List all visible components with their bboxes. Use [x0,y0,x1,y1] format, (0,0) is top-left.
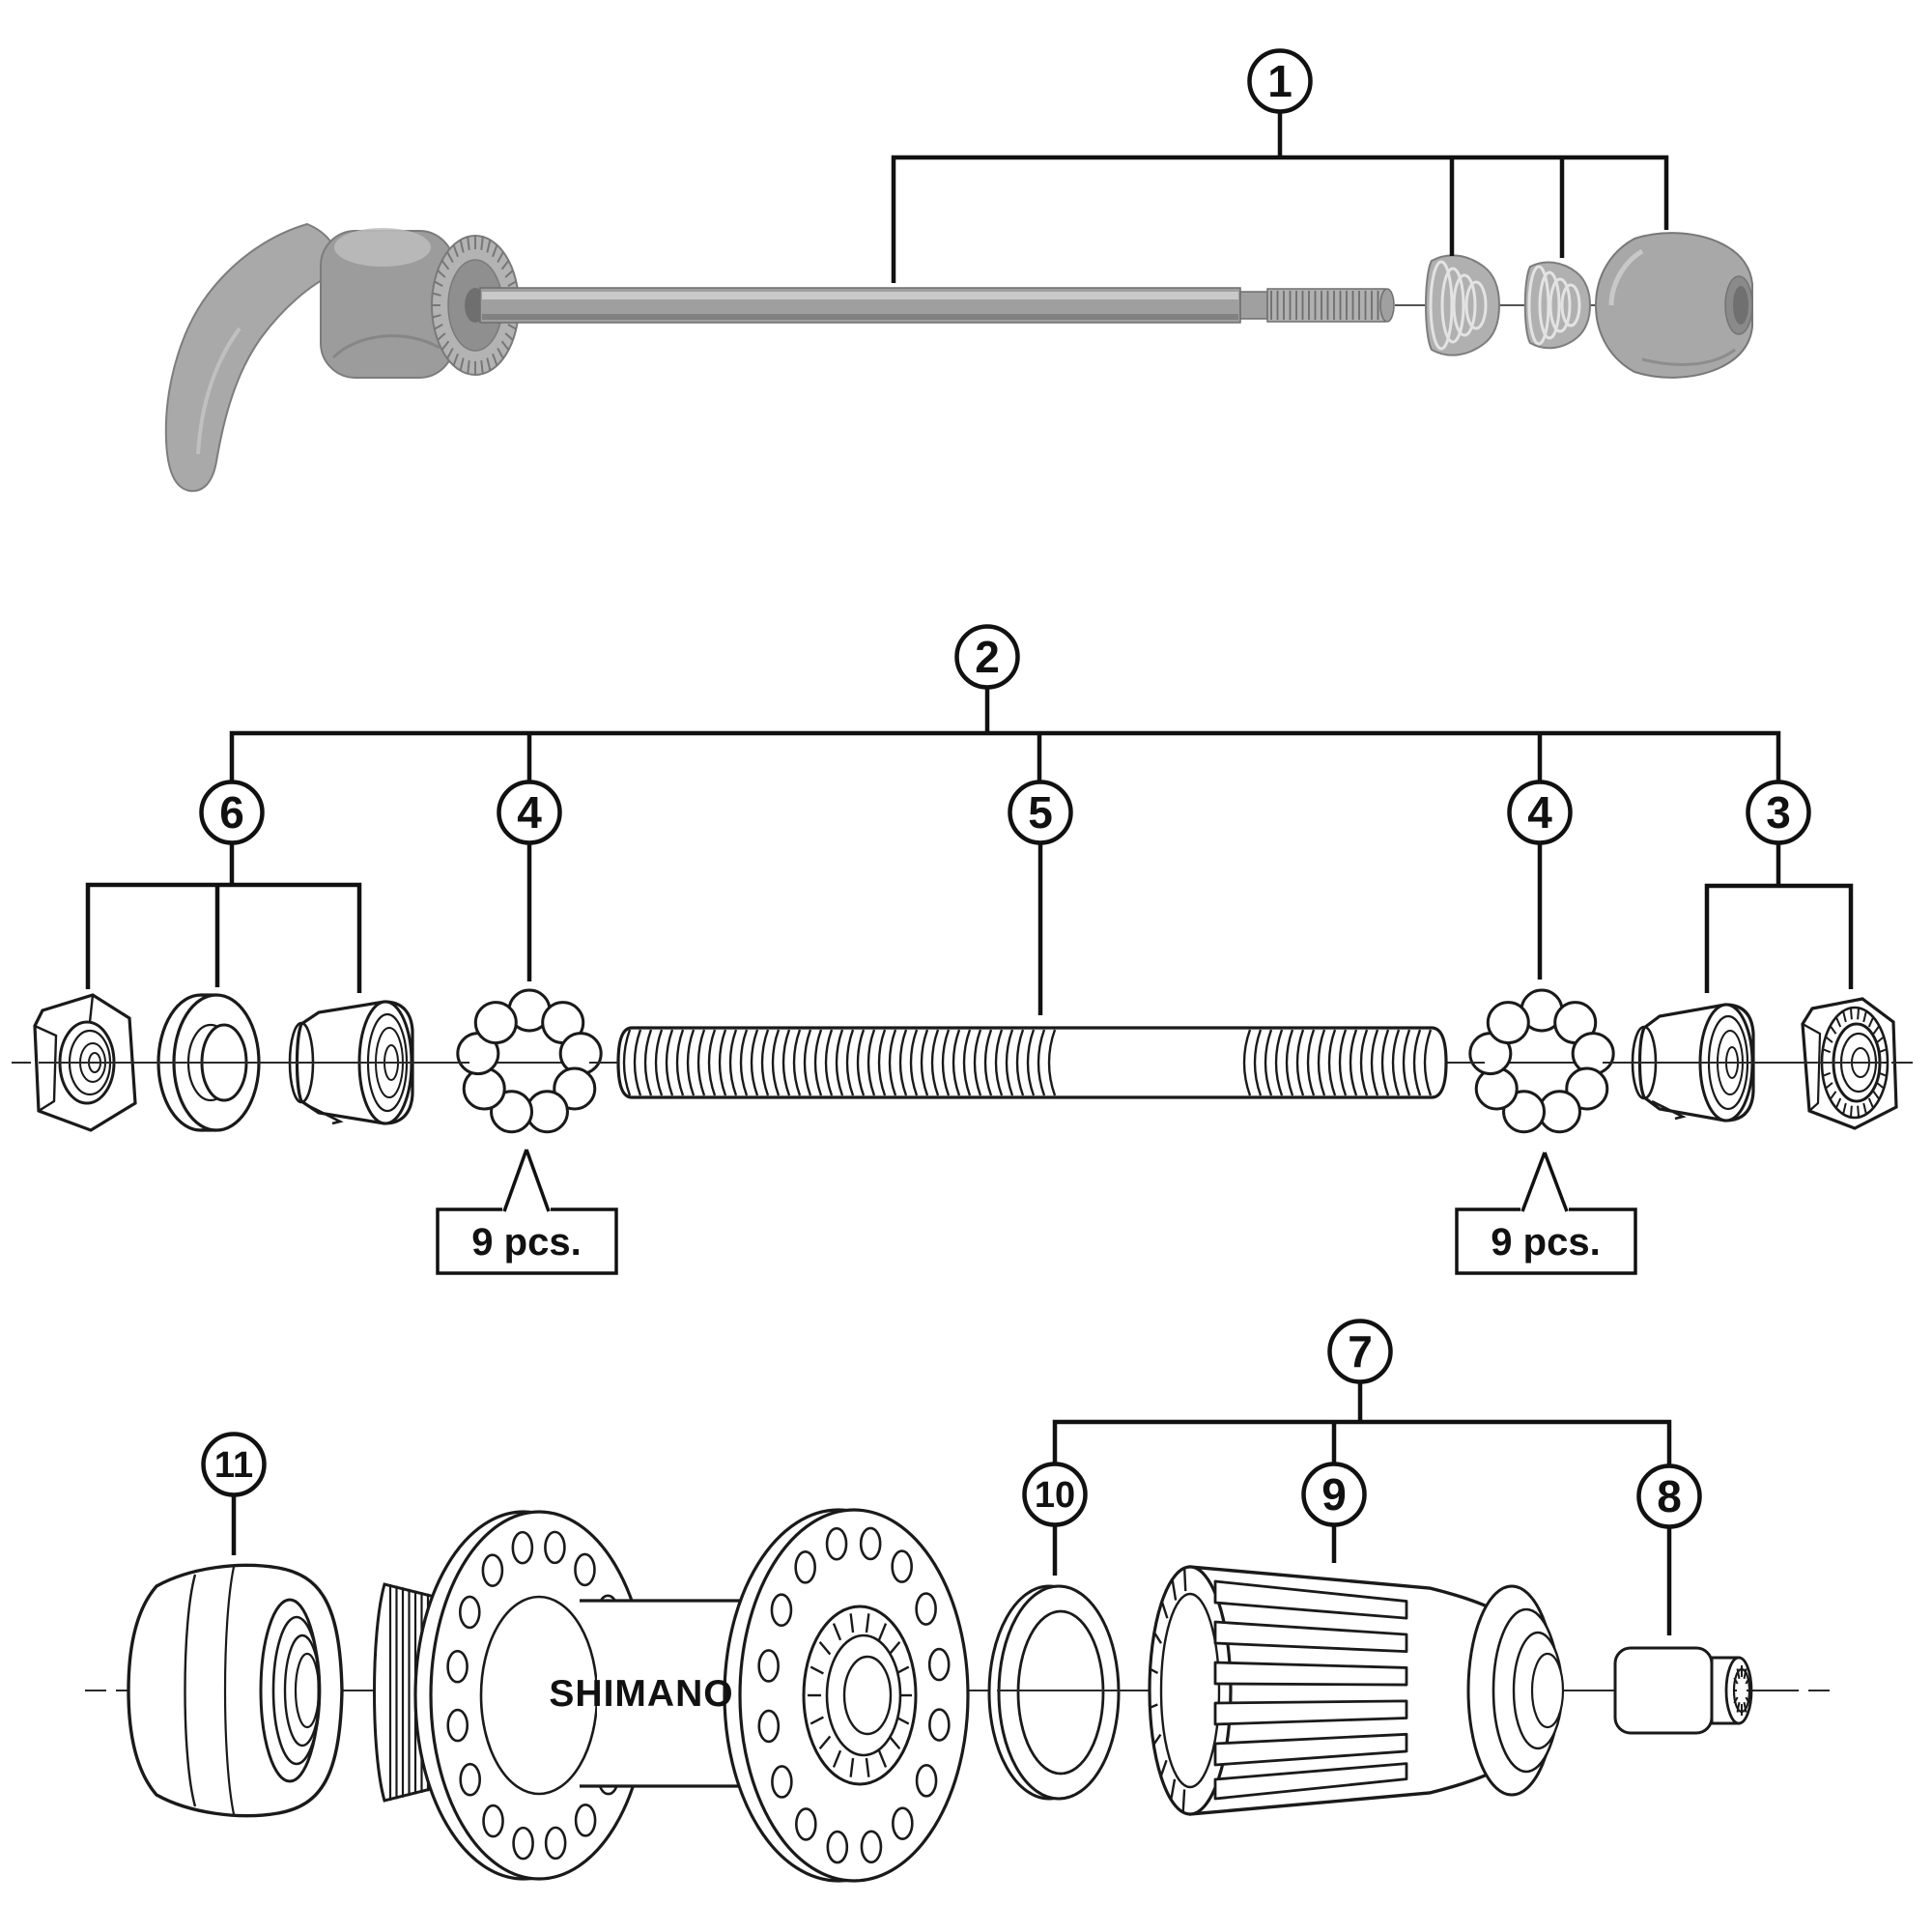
freehub-splines [1213,1579,1408,1801]
qr-thread-section [1266,288,1386,323]
end-cap [127,1563,344,1818]
qr-thread-lines [1270,291,1379,320]
axle-nut [1613,1646,1753,1735]
hub-shell: SHIMANO [373,1508,970,1883]
callout-8 [1636,1463,1702,1635]
ball-cluster-left [456,988,603,1134]
qr-ring-ticks [432,236,519,375]
callout-6-number: 6 [219,787,244,838]
callout-4-right-number: 4 [1527,787,1552,838]
callout-8-number: 8 [1657,1471,1682,1521]
freehub-body [1148,1565,1565,1816]
callout-4-right [1507,780,1573,980]
callout-11 [201,1432,267,1555]
qr-spring-left [1425,254,1501,356]
nut-socket-ticks [1733,1665,1750,1716]
callout-6-bracket [85,780,362,993]
axle-thread-lines [622,1029,1433,1096]
callout-10 [1022,1462,1088,1576]
qr-skewer-shaft [479,287,1395,324]
quick-release-assembly: 1 [164,48,1753,493]
hub-brand-logo: SHIMANO [549,1673,733,1715]
seal-ring [987,1584,1122,1801]
callout-2-bracket [229,624,1781,784]
callout-7-bracket [1052,1319,1672,1464]
hub-assembly: SHIMANO [85,1319,1830,1883]
qty-left-text: 9 pcs. [471,1221,581,1264]
callout-4-left [497,780,562,981]
callout-7-number: 7 [1348,1326,1373,1377]
callout-2-number: 2 [975,632,1000,682]
freehub-rim-ticks [1149,1568,1187,1813]
callout-5 [1008,780,1073,1015]
qr-end-nut [1594,232,1753,379]
qty-label-right: 9 pcs. [1455,1151,1637,1275]
qty-label-left: 9 pcs. [436,1149,618,1275]
hub-barrel [580,1599,747,1788]
callout-3-bracket [1704,780,1854,993]
callout-1 [891,48,1669,283]
callout-3-number: 3 [1766,787,1791,838]
callout-9-number: 9 [1321,1469,1347,1520]
qty-right-text: 9 pcs. [1491,1221,1600,1264]
flange-holes-right [757,1526,951,1864]
qr-spring-right [1523,261,1592,350]
qr-lever [164,222,455,493]
callout-5-number: 5 [1028,787,1053,838]
axle [616,1026,1448,1099]
callout-11-number: 11 [214,1445,253,1486]
axle-assembly: 2 6 4 5 4 3 [12,624,1913,1275]
callout-10-number: 10 [1035,1475,1075,1516]
ball-cluster-right [1468,988,1615,1134]
callout-4-left-number: 4 [517,787,542,838]
callout-1-number: 1 [1267,56,1293,106]
right-flange [723,1508,970,1883]
callout-9 [1301,1462,1367,1563]
